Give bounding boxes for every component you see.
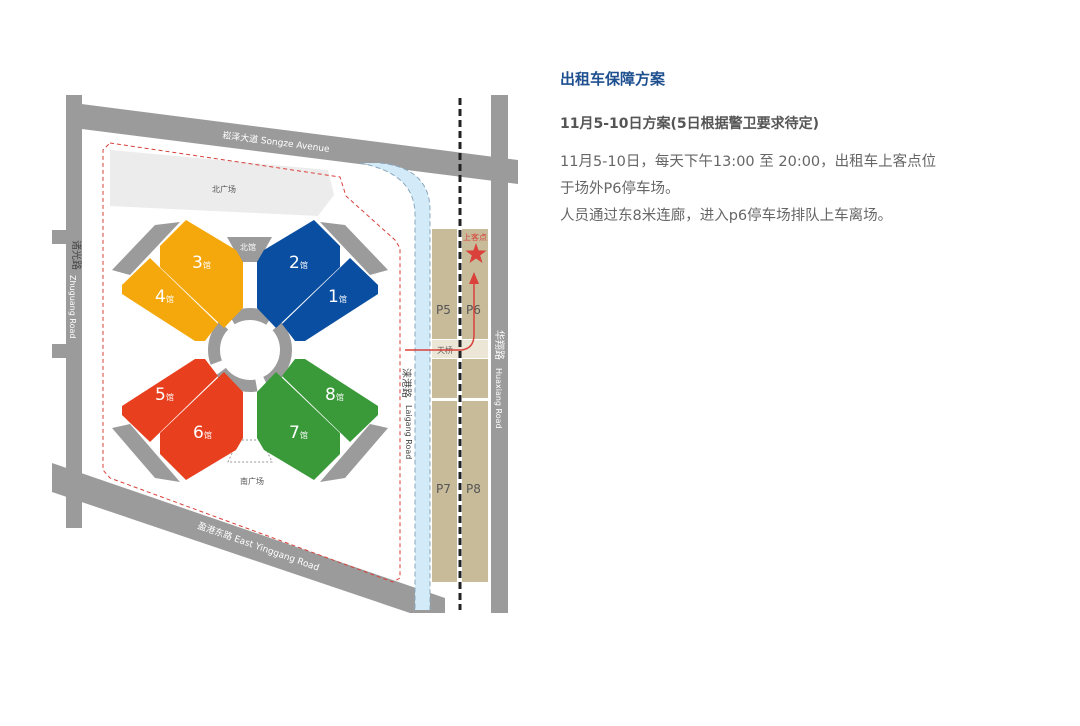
huaxiang-road-en: Huaxiang Road	[494, 368, 503, 429]
hall-label-6: 6馆	[193, 423, 212, 443]
parking-p8-label: P8	[466, 482, 481, 496]
laigang-road-en: Laigang Road	[404, 405, 413, 459]
songze-avenue-road	[66, 102, 518, 184]
north-plaza-label: 北广场	[212, 184, 236, 194]
walking-route-arrow	[405, 282, 475, 351]
corner-building	[112, 222, 180, 275]
route-arrowhead-icon	[469, 272, 479, 284]
parking-p5	[432, 229, 457, 339]
pickup-point-label: 上客点	[463, 232, 487, 242]
hall-7	[257, 372, 340, 480]
bridge-band	[432, 340, 488, 358]
hall-label-1: 1馆	[328, 287, 347, 307]
hall-label-3: 3馆	[192, 253, 211, 273]
hall-label-2: 2馆	[289, 253, 308, 273]
laigang-road-cn: 涞港路	[400, 368, 413, 398]
hall-8	[282, 359, 378, 442]
north-hall-label: 北馆	[240, 242, 256, 252]
hall-1	[282, 258, 378, 341]
plan-line: 11月5-10日，每天下午13:00 至 20:00，出租车上客点位	[560, 154, 937, 170]
hall-label-7: 7馆	[289, 423, 308, 443]
river-edge	[359, 162, 431, 610]
hall-label-8: 8馆	[325, 385, 344, 405]
plan-line: 人员通过东8米连廊，进入p6停车场排队上车离场。	[560, 208, 893, 224]
parking-p8	[462, 401, 488, 582]
zhuguang-road-en: Zhuguang Road	[68, 275, 77, 338]
central-plaza-ring	[208, 308, 292, 392]
corner-building	[320, 222, 388, 275]
pickup-star-icon	[465, 243, 487, 263]
parking-block	[462, 359, 488, 398]
huaxiang-road-cn: 华翔路	[493, 330, 506, 360]
hall-label-5: 5馆	[155, 385, 174, 405]
parking-p7-label: P7	[436, 482, 451, 496]
hall-label-4: 4馆	[155, 287, 174, 307]
hall-4	[122, 258, 218, 341]
panel-subtitle: 11月5-10日方案(5日根据警卫要求待定)	[560, 116, 820, 132]
south-plaza-label: 南广场	[240, 476, 264, 486]
parking-block	[432, 359, 457, 398]
huaxiang-road	[491, 95, 508, 613]
plan-line: 于场外P6停车场。	[560, 181, 680, 197]
road-stub	[52, 344, 68, 358]
taxi-plan-panel: 出租车保障方案 11月5-10日方案(5日根据警卫要求待定) 11月5-10日，…	[560, 68, 1040, 230]
hall-3	[160, 220, 243, 328]
corner-building	[320, 424, 388, 482]
hall-5	[122, 359, 218, 442]
zhuguang-road-cn: 诸光路	[70, 240, 83, 270]
venue-boundary	[102, 142, 401, 583]
south-entrance-hall	[227, 439, 273, 463]
parking-p5-label: P5	[436, 303, 451, 317]
hall-6	[160, 372, 243, 480]
parking-p7	[432, 401, 457, 582]
panel-title: 出租车保障方案	[560, 70, 666, 88]
river	[360, 163, 430, 610]
east-yinggang-road	[52, 463, 445, 613]
hall-2	[257, 220, 340, 328]
corner-building	[112, 424, 180, 482]
zhuguang-road	[66, 95, 82, 528]
north-plaza	[110, 150, 334, 216]
road-stub	[52, 230, 68, 244]
